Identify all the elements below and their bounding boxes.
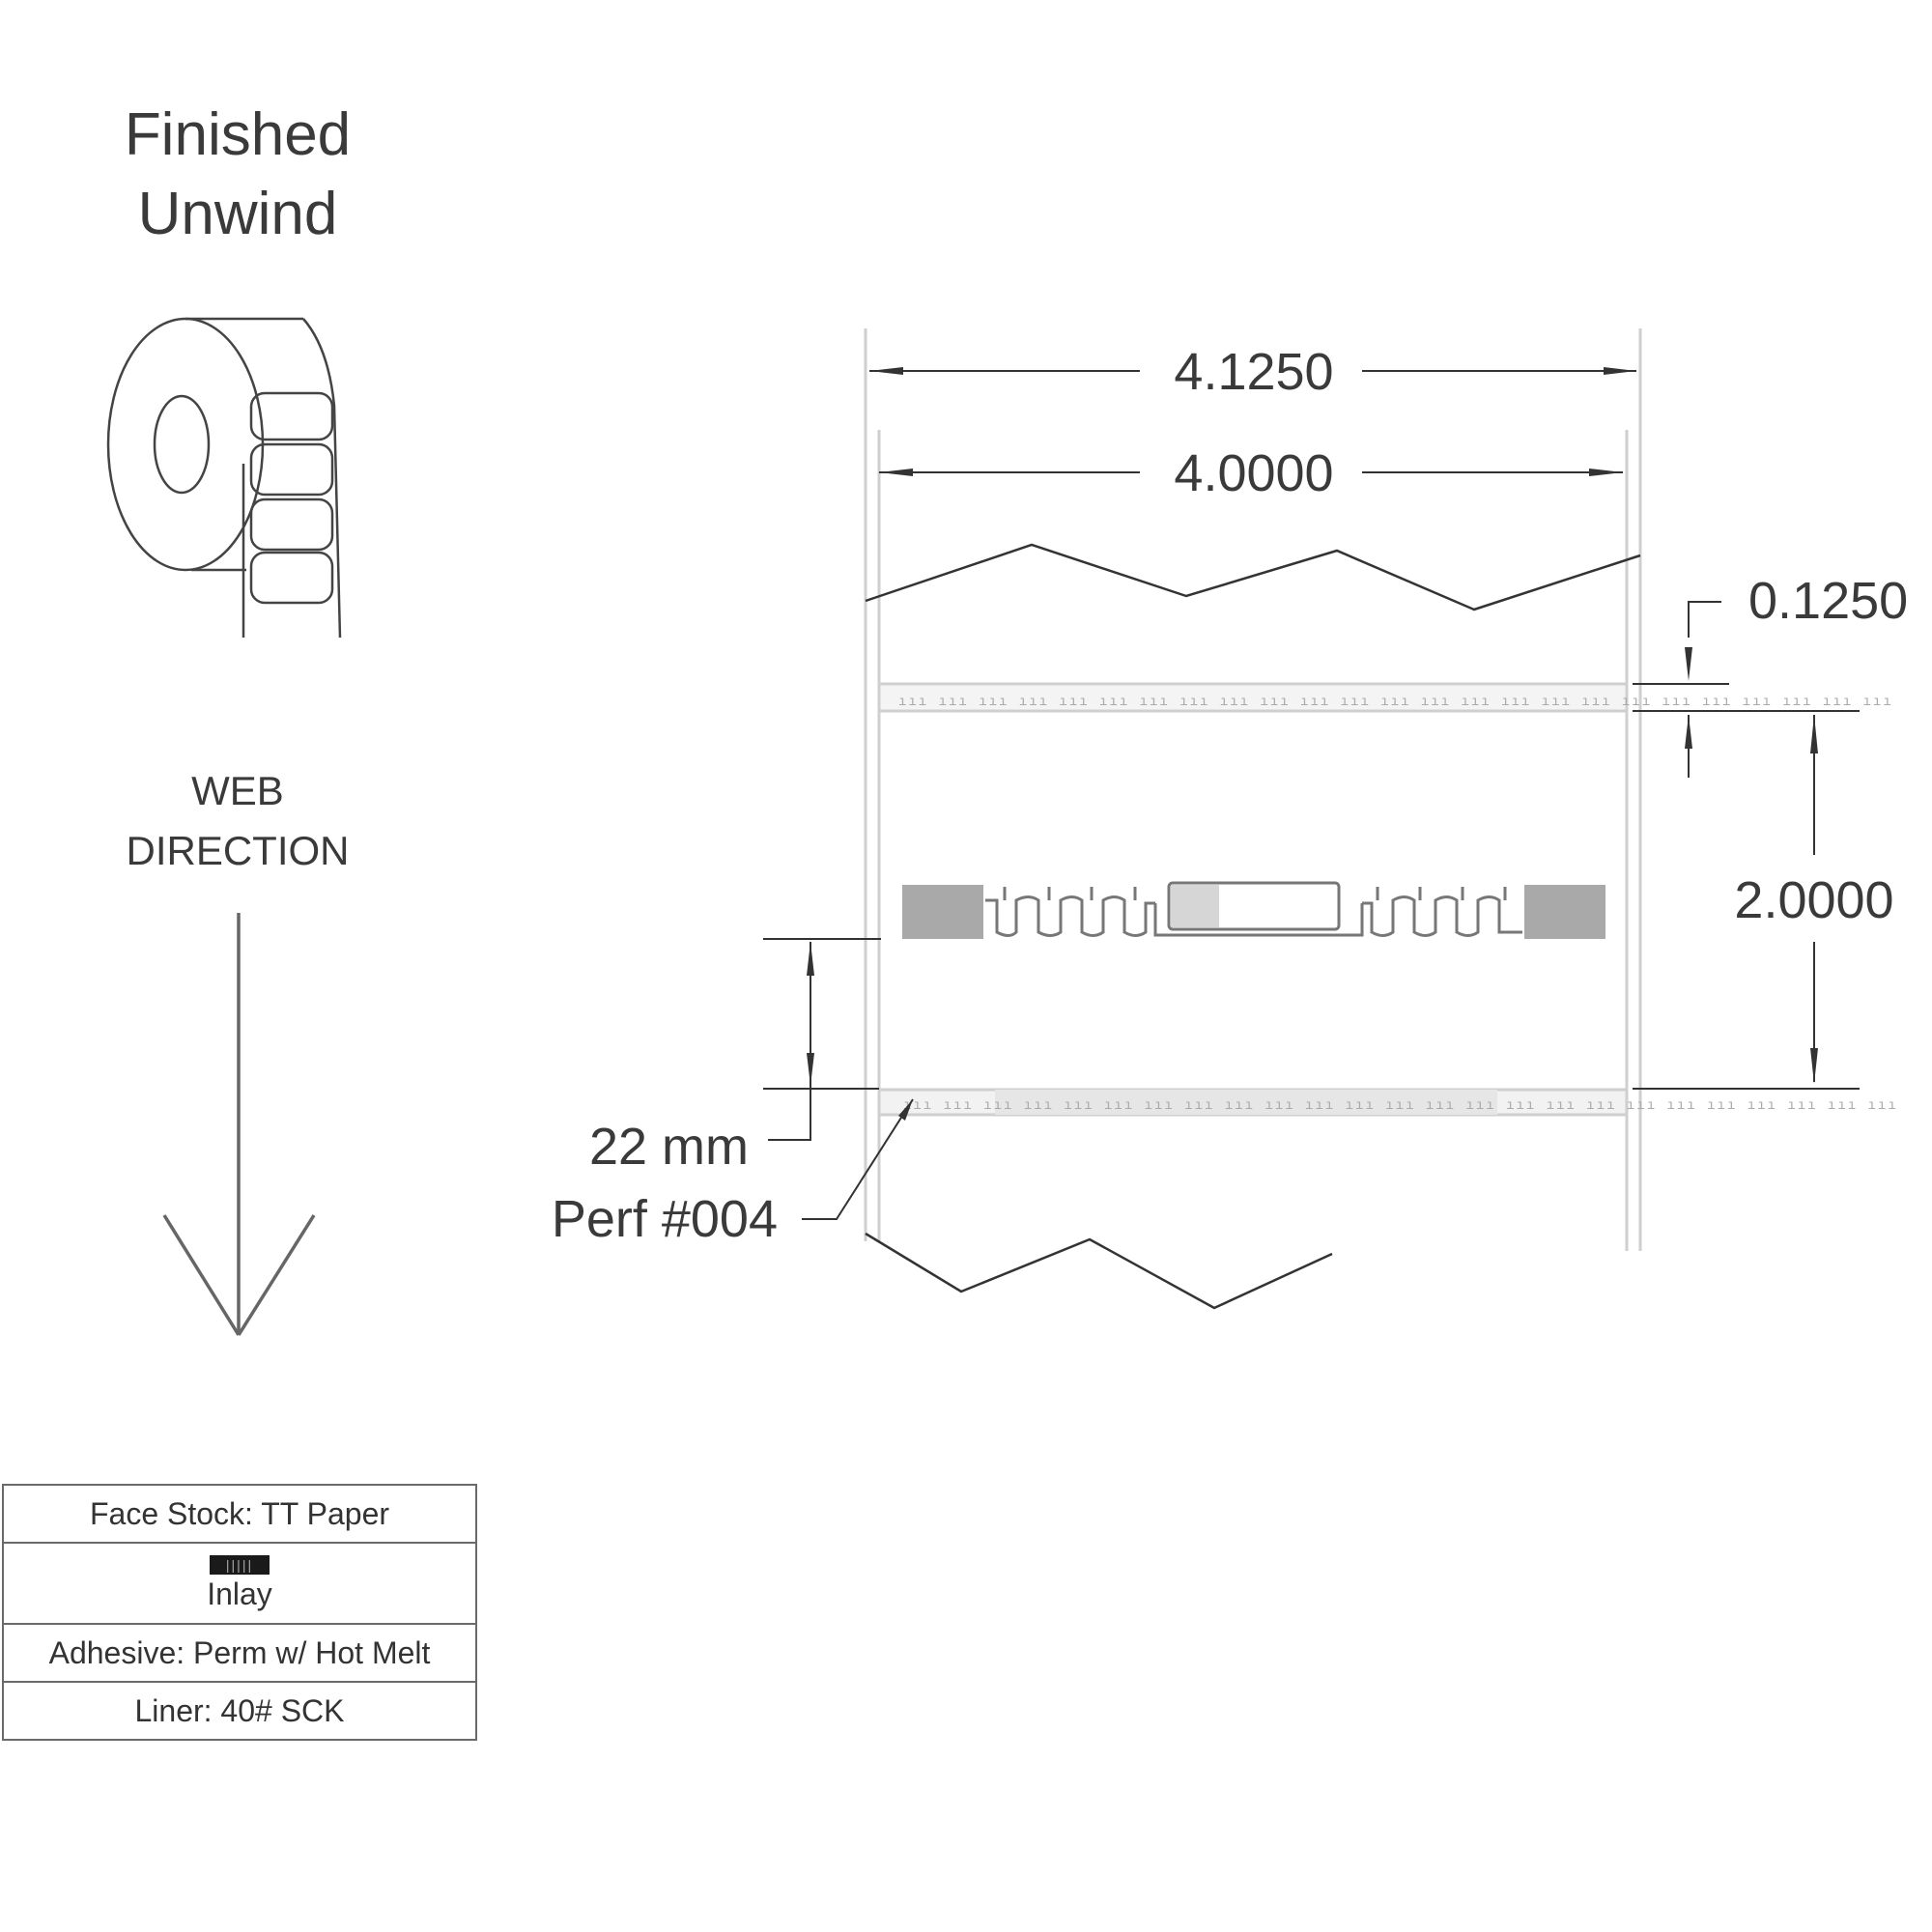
spec-face-stock: Face Stock: TT Paper — [2, 1484, 477, 1544]
overall-width-value: 4.1250 — [1174, 343, 1333, 401]
inlay-chip-icon: ||||| — [210, 1554, 270, 1575]
label-repeat-value: 2.0000 — [1734, 871, 1893, 929]
dim-inlay-offset: 22 mm — [589, 938, 881, 1176]
spec-inlay-label: Inlay — [207, 1576, 272, 1611]
web-direction-arrow-icon — [162, 913, 316, 1336]
label-width-value: 4.0000 — [1174, 444, 1333, 502]
top-break-line — [865, 543, 1641, 611]
rfid-inlay-icon — [902, 881, 1605, 939]
web-direction-line2: DIRECTION — [127, 828, 350, 873]
spec-inlay: ||||| Inlay — [2, 1542, 477, 1625]
spec-liner: Liner: 40# SCK — [2, 1681, 477, 1741]
perf-callout: Perf #004 — [552, 1098, 914, 1248]
unwind-title-line1: Finished — [125, 101, 351, 168]
gap-value: 0.1250 — [1748, 572, 1908, 630]
spec-adhesive: Adhesive: Perm w/ Hot Melt — [2, 1623, 477, 1683]
dim-label-repeat: 2.0000 — [1633, 715, 1894, 1090]
svg-text:ııı ııı ııı ııı ııı ııı ııı ıı: ııı ııı ııı ııı ııı ııı ııı ııı ııı ııı … — [898, 695, 1893, 710]
perf-strip-bottom: ııı ııı ııı ııı ııı ııı ııı ııı ııı ııı … — [877, 1088, 1898, 1117]
perf-value: Perf #004 — [552, 1190, 778, 1248]
bottom-break-line — [865, 1232, 1333, 1310]
dim-overall-width: 4.1250 — [869, 343, 1636, 401]
dim-label-width: 4.0000 — [879, 444, 1623, 502]
dim-gap: 0.1250 — [1633, 572, 1908, 778]
label-roll-icon — [106, 317, 342, 639]
perf-strip-top: ııı ııı ııı ııı ııı ııı ııı ııı ııı ııı … — [877, 682, 1893, 713]
web-direction-line1: WEB — [191, 768, 284, 813]
inlay-offset-value: 22 mm — [589, 1118, 749, 1176]
svg-text:ııı ııı ııı ııı ııı ııı ııı ıı: ııı ııı ııı ııı ııı ııı ııı ııı ııı ııı … — [903, 1098, 1898, 1114]
unwind-title-line2: Unwind — [138, 181, 338, 247]
material-spec-table: Face Stock: TT Paper ||||| Inlay Adhesiv… — [2, 1484, 477, 1741]
